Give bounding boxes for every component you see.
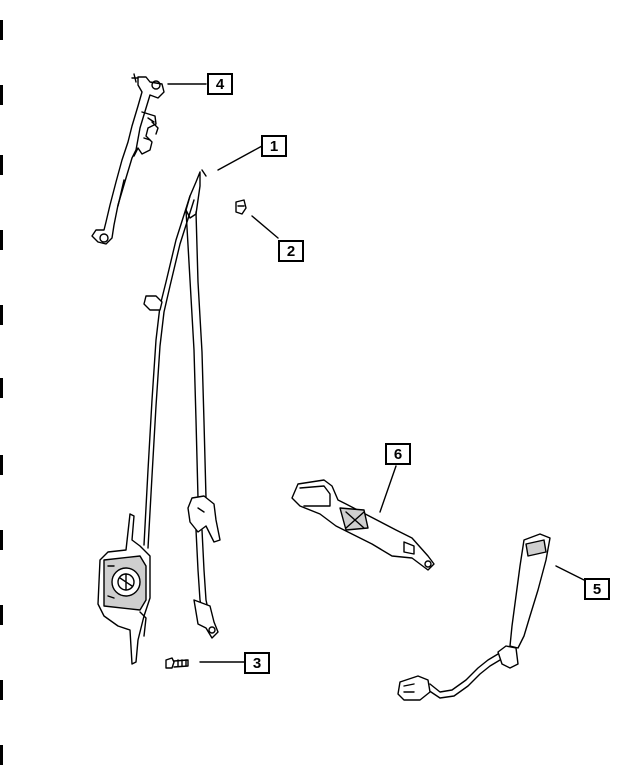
bolt-part-3: [165, 657, 189, 669]
callout-6: 6: [385, 443, 411, 465]
buckle-part-6: [291, 479, 435, 571]
leader-lines: [167, 83, 585, 663]
edge-tick: [0, 85, 3, 105]
edge-tick: [0, 745, 3, 765]
edge-tick: [0, 680, 3, 700]
edge-tick: [0, 455, 3, 475]
edge-tick: [0, 378, 3, 398]
height-adjuster-part-4: [91, 73, 165, 245]
callout-4: 4: [207, 73, 233, 95]
edge-tick: [0, 155, 3, 175]
edge-tick: [0, 230, 3, 250]
seat-belt-retractor-part-1: [97, 169, 221, 665]
edge-tick: [0, 530, 3, 550]
callout-5: 5: [584, 578, 610, 600]
edge-tick: [0, 605, 3, 625]
edge-tick: [0, 305, 3, 325]
edge-tick: [0, 20, 3, 40]
buckle-harness-part-5: [397, 533, 551, 701]
callout-3: 3: [244, 652, 270, 674]
callout-1: 1: [261, 135, 287, 157]
callout-2: 2: [278, 240, 304, 262]
clip-part-2: [235, 199, 247, 215]
